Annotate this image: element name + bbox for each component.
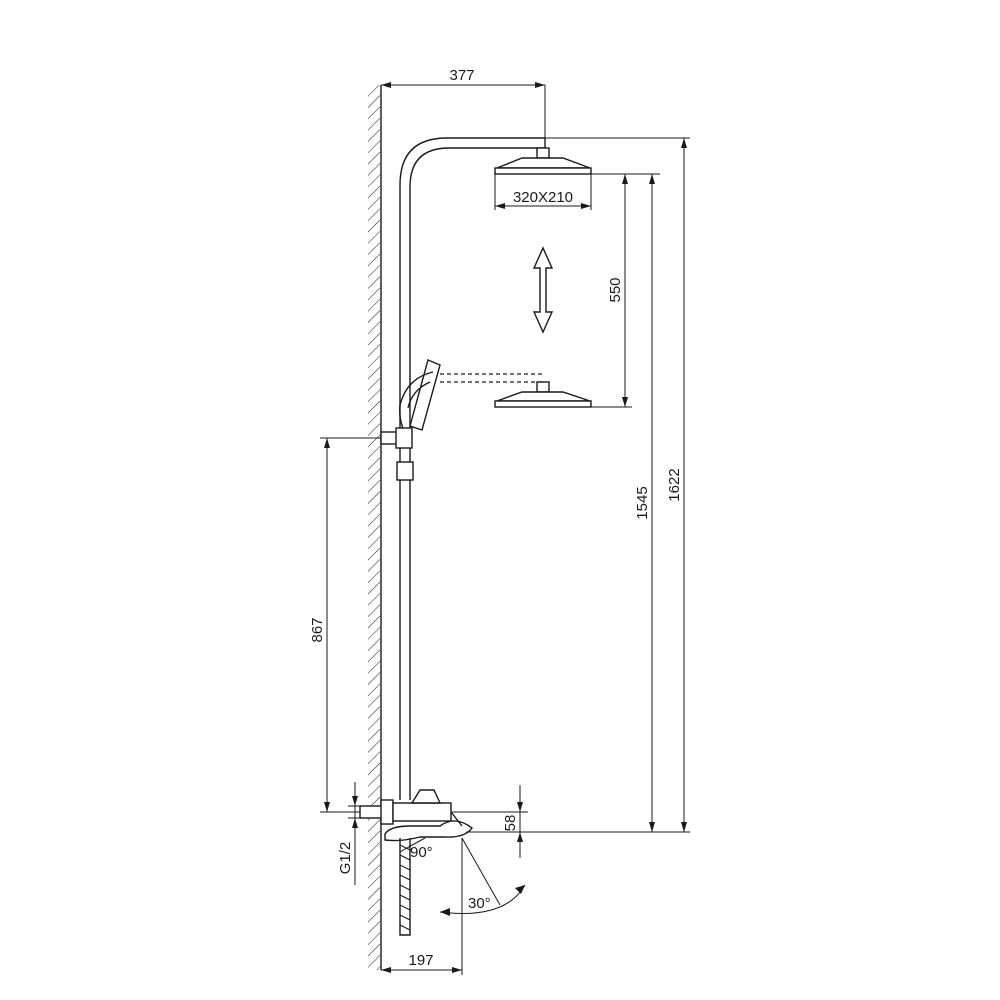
dimension-inlet-offset: 58 [451,785,528,858]
dimension-head-height-low-label: 1545 [634,486,651,519]
overhead-shower-head-lower [440,373,592,408]
hand-shower-holder [380,427,414,481]
bath-mixer [359,789,473,842]
dimension-spout-depth-label: 197 [408,952,433,969]
dimension-head-size: 320X210 [494,174,592,210]
dimension-holder-height: 867 [309,437,381,813]
dimension-head-height-high: 1622 [545,137,690,832]
riser-pipe [399,137,546,800]
dimension-slide-range-label: 550 [607,277,624,302]
shower-hose [399,838,411,936]
dimension-arm-length-label: 377 [449,67,474,84]
dimension-inlet-thread: G1/2 [337,782,360,885]
wall [368,85,382,970]
dimension-slide-range: 550 [591,173,632,408]
dimension-holder-height-label: 867 [309,617,326,642]
dimension-head-size-label: 320X210 [513,189,573,206]
dimension-inlet-offset-label: 58 [502,815,519,832]
overhead-shower-head-upper [494,147,592,175]
angle-30: 30° [439,837,526,916]
angle-90: 90° [399,837,433,861]
angle-30-label: 30° [468,895,491,912]
dimension-head-height-high-label: 1622 [666,468,683,501]
dimension-arm-length: 377 [381,67,546,138]
angle-90-label: 90° [410,844,433,861]
height-adjust-arrow-icon [532,246,554,334]
dimension-head-height-low: 1545 [466,173,690,833]
dimension-inlet-thread-label: G1/2 [337,842,354,875]
